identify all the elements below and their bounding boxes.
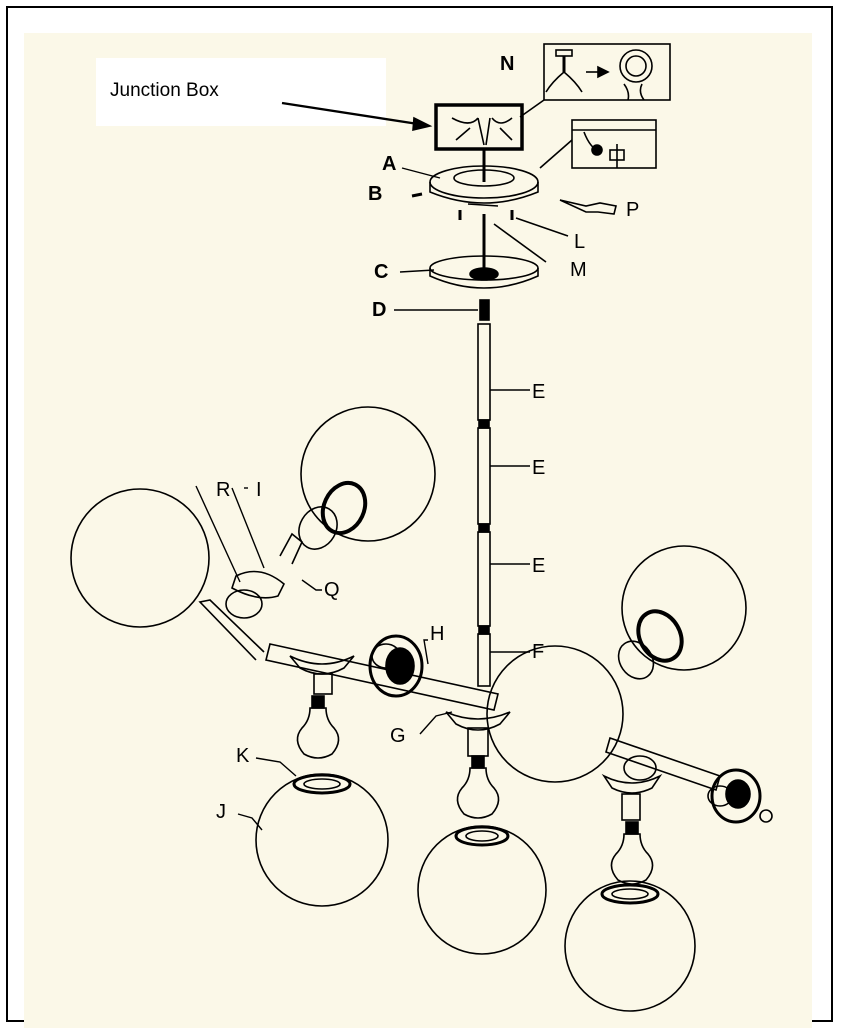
canopy (429, 255, 539, 289)
label-N: N (500, 53, 514, 75)
label-L: L (574, 231, 585, 253)
extension-rod (477, 323, 491, 687)
drawing-area (24, 33, 812, 1028)
label-A: A (382, 153, 396, 175)
label-E-2: E (532, 457, 545, 479)
label-G: G (390, 725, 406, 747)
canopy-nut (479, 299, 490, 321)
junction-box (434, 103, 524, 151)
socket-cup (231, 532, 773, 824)
junction-box-callout-box (96, 58, 386, 126)
label-E-3: E (532, 555, 545, 577)
leader-line (195, 167, 530, 831)
label-Q: Q (324, 579, 340, 601)
label-K: K (236, 745, 250, 767)
label-P: P (626, 199, 639, 221)
ground-screw-inset (539, 119, 657, 169)
mounting-bracket (429, 150, 539, 220)
threaded-nipple (482, 214, 569, 268)
label-B: B (368, 183, 382, 205)
label-H: H (430, 623, 444, 645)
junction-box-callout: Junction Box (110, 80, 219, 101)
label-I: I (256, 479, 262, 501)
label-C: C (374, 261, 388, 283)
part-labels: A B C D E E E F G H I J K L M N P Q R (216, 53, 639, 823)
label-F: F (532, 641, 544, 663)
label-M: M (570, 259, 587, 281)
glass-globe (70, 406, 747, 1012)
junction-box-arrow (281, 101, 433, 132)
bracket-screw (411, 192, 617, 215)
label-D: D (372, 299, 386, 321)
right-arm (605, 736, 721, 792)
wire-connector-inset (519, 43, 671, 118)
main-arm (198, 599, 499, 711)
label-J: J (216, 801, 226, 823)
globe-opening (292, 480, 684, 905)
light-bulb (225, 506, 733, 885)
label-R: R (216, 479, 230, 501)
label-E-1: E (532, 381, 545, 403)
